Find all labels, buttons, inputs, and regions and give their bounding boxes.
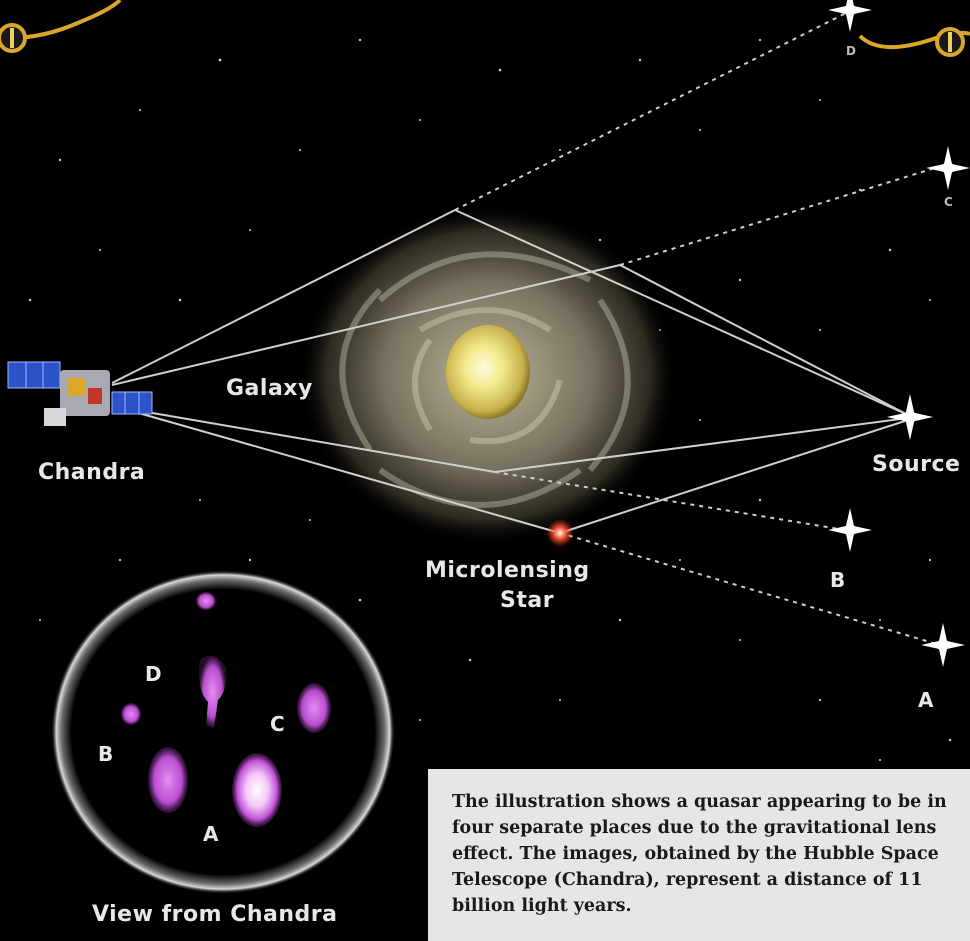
starfield — [28, 38, 952, 761]
view-from-chandra-label: View from Chandra — [92, 902, 338, 927]
inset-a-label: A — [203, 822, 219, 846]
inset-blob-b — [121, 703, 141, 725]
image-d-star-icon — [828, 0, 872, 32]
image-b-star-icon — [828, 508, 872, 552]
source-label: Source — [872, 452, 961, 477]
ornament-icon — [0, 0, 970, 57]
image-c-label: C — [944, 195, 954, 209]
satellite-icon — [7, 361, 153, 426]
image-a-star-icon — [921, 623, 965, 667]
image-b-label: B — [830, 568, 846, 592]
galaxy-core — [446, 325, 530, 419]
microlensing-label: Microlensing — [425, 558, 590, 583]
microlensing-label-line2: Star — [500, 588, 555, 613]
dashed-rays — [454, 11, 941, 646]
inset-blob-b2 — [148, 747, 188, 813]
chandra-label: Chandra — [38, 460, 146, 485]
galaxy — [298, 205, 678, 545]
inset-blob-d — [199, 655, 227, 728]
light-rays — [111, 209, 909, 534]
source-star-icon — [886, 393, 934, 441]
inset-c-label: C — [270, 712, 286, 736]
inset-d-label: D — [145, 662, 163, 686]
caption-box: The illustration shows a quasar appearin… — [428, 769, 970, 941]
inset-b-label: B — [98, 742, 114, 766]
chandra-view-inset — [51, 570, 395, 894]
inset-blob-a — [232, 753, 282, 827]
image-d-label: D — [846, 44, 857, 58]
inset-blob — [196, 592, 216, 610]
image-c-star-icon — [926, 146, 970, 190]
image-a-label: A — [918, 688, 934, 712]
microlensing-star — [546, 519, 574, 547]
caption-text: The illustration shows a quasar appearin… — [452, 792, 947, 916]
inset-blob-c — [297, 683, 331, 733]
galaxy-label: Galaxy — [226, 376, 313, 401]
